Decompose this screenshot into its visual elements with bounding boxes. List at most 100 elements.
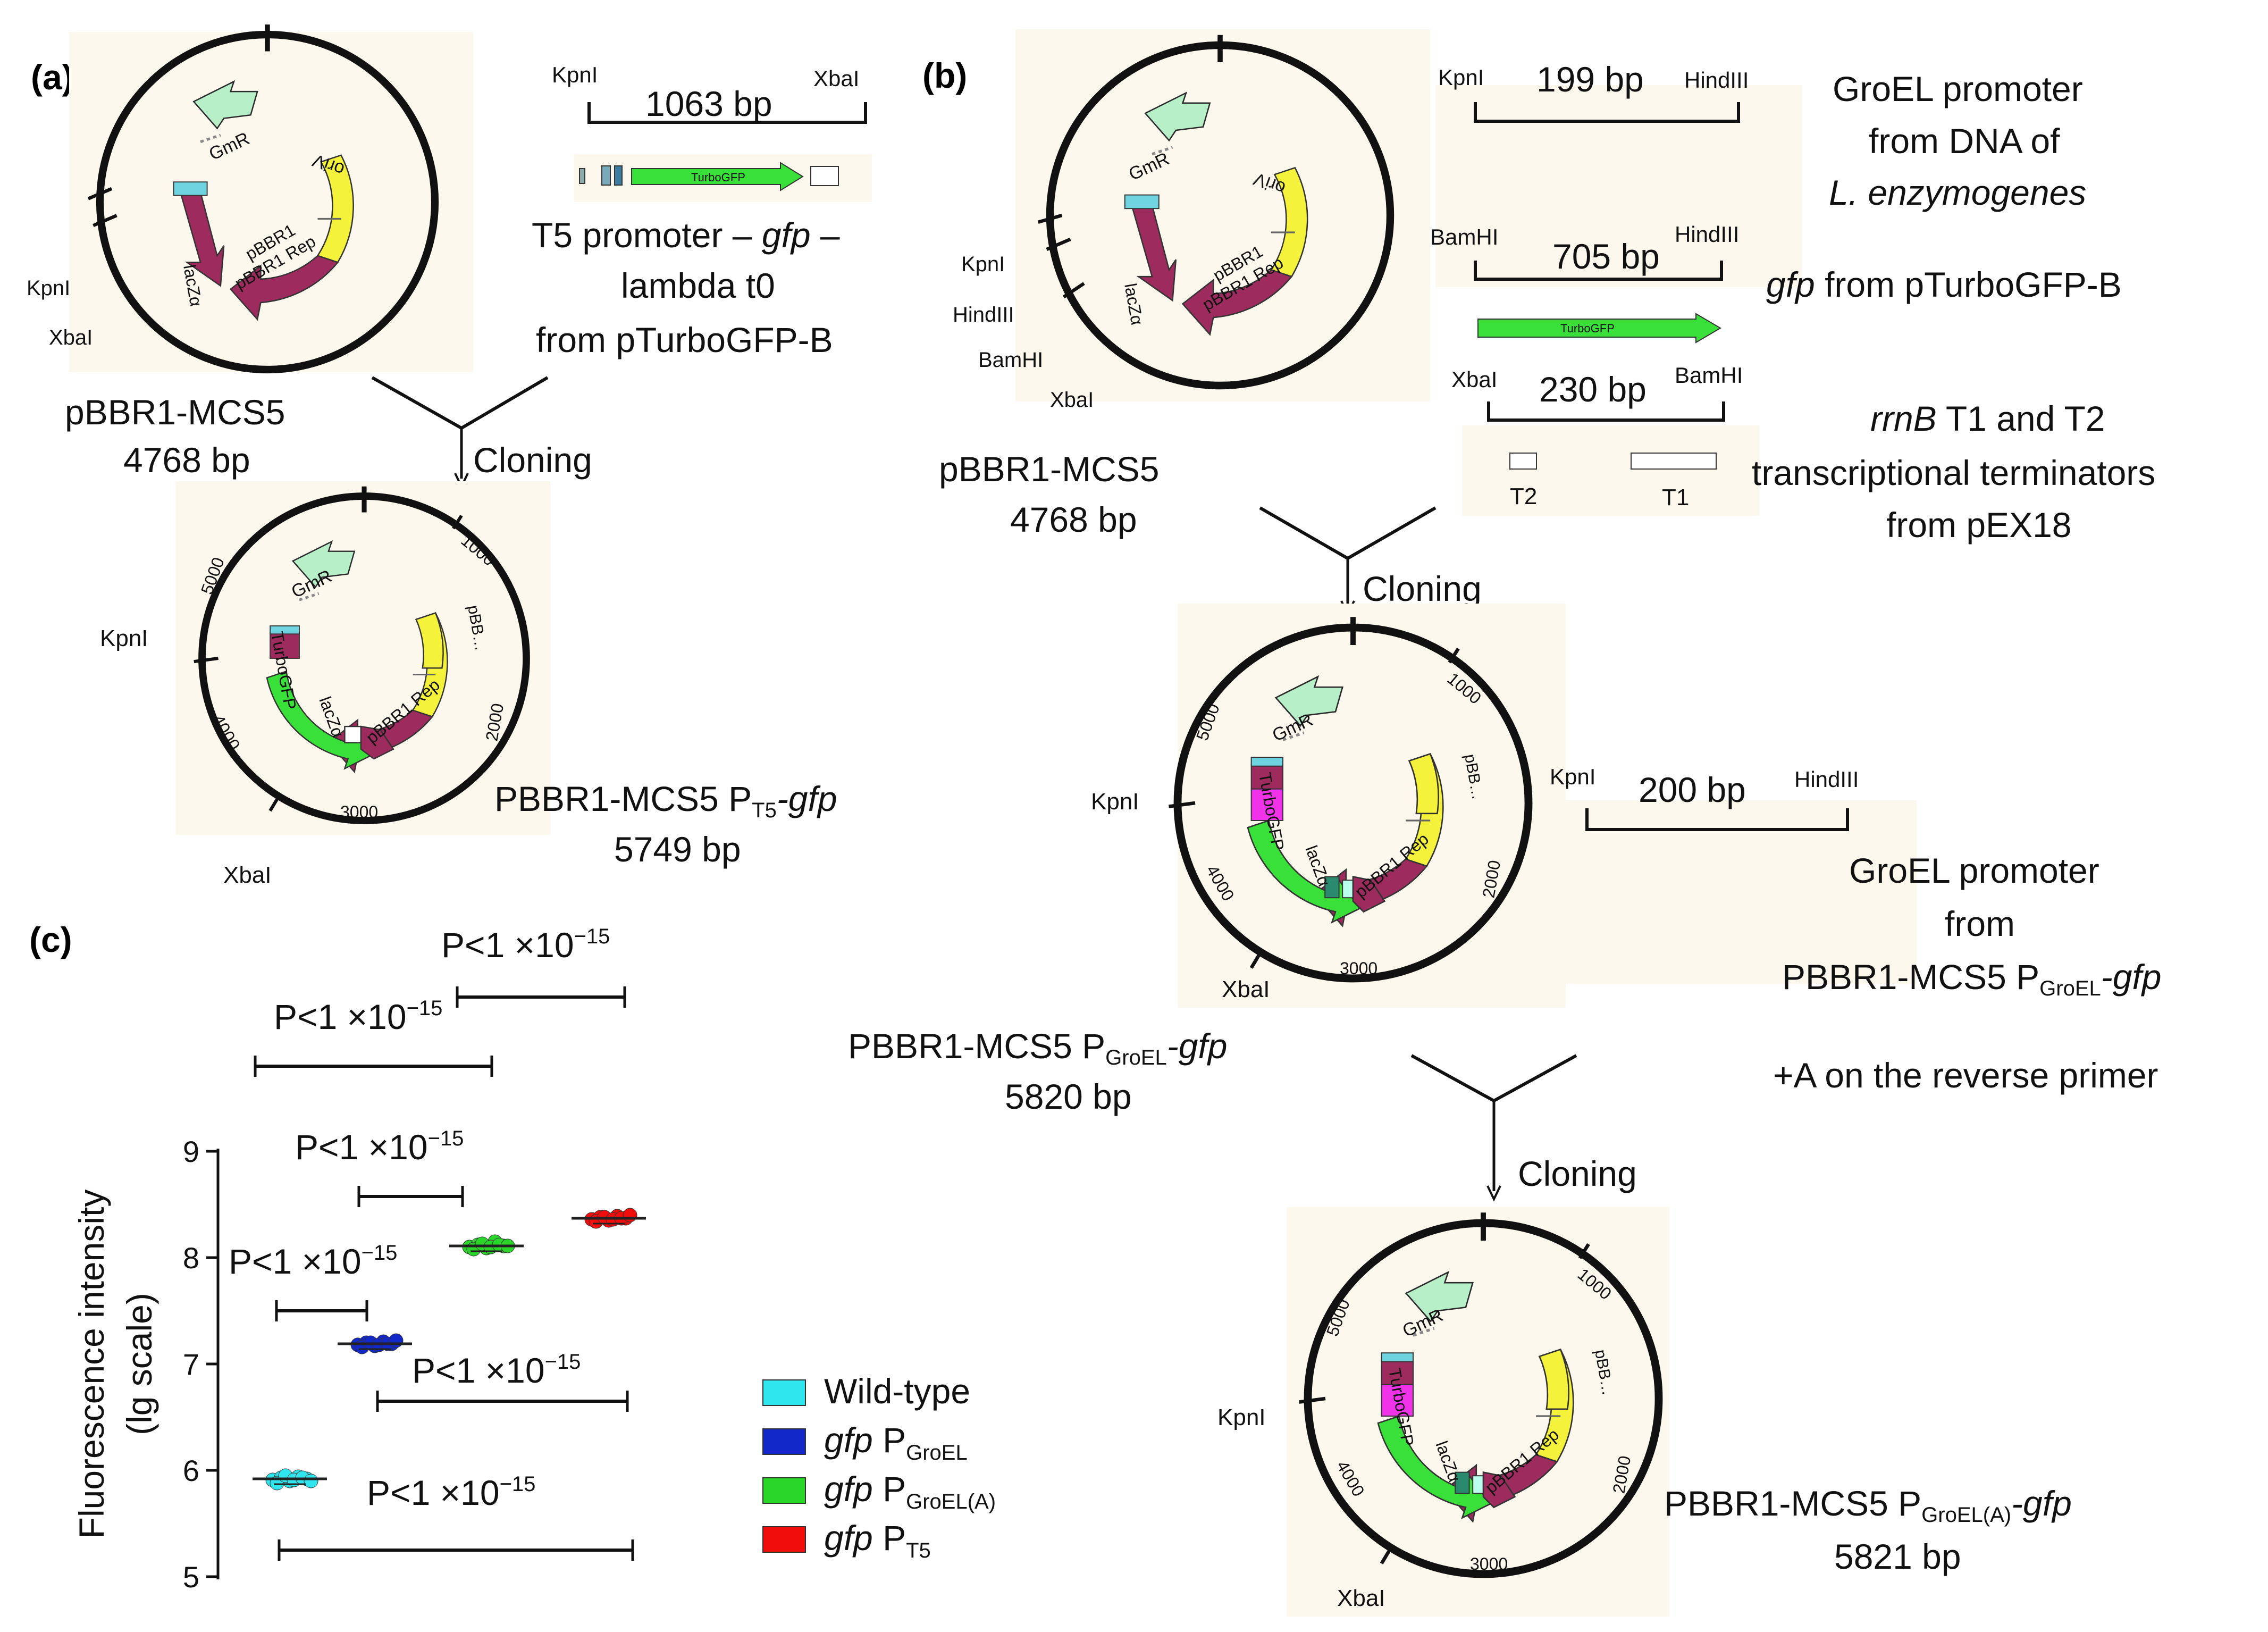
- t5-promoter-box: [579, 168, 585, 184]
- fragment-desc-2: from DNA of: [1869, 121, 2060, 161]
- fragment-bracket: [587, 102, 867, 124]
- site-kpni: KpnI: [1438, 65, 1484, 90]
- site-label-bamhi: BamHI: [978, 348, 1043, 372]
- site-label-xbai: XbaI: [1337, 1585, 1385, 1611]
- data-point: [304, 1474, 318, 1488]
- fragment-length: 199 bp: [1536, 60, 1644, 99]
- panel-b-label: (b): [922, 56, 967, 95]
- site-bamhi: BamHI: [1675, 363, 1743, 388]
- legend-swatch: [762, 1526, 806, 1553]
- tick-3000: 3000: [1470, 1554, 1508, 1574]
- fragment-bg: [1462, 425, 1760, 516]
- tick-3000: 3000: [340, 802, 378, 822]
- turbogfp-arrow: [1477, 313, 1721, 344]
- y-axis-label-line-2: (lg scale): [120, 1293, 159, 1435]
- insert-caption-1: T5 promoter – gfp –: [532, 215, 840, 255]
- panel-a-label: (a): [31, 57, 74, 97]
- site-label-kpni: KpnI: [100, 625, 148, 651]
- cloning-label: Cloning: [473, 440, 592, 480]
- fragment-desc-3: L. enzymogenes: [1829, 173, 2086, 212]
- t2-box: [1509, 453, 1537, 470]
- panel-c-label: (c): [29, 920, 72, 959]
- site-label-kpni: KpnI: [1217, 1404, 1266, 1430]
- y-tick-label: 9: [183, 1135, 199, 1168]
- cloning-label: Cloning: [1518, 1154, 1637, 1193]
- t1-box: [1631, 453, 1717, 470]
- fragment-desc-2: transcriptional terminators: [1752, 453, 2155, 492]
- legend-entry: gfp PGroEL(A): [824, 1469, 996, 1513]
- insert-caption-2: lambda t0: [621, 266, 775, 305]
- turbogfp-arrow: [631, 162, 804, 191]
- fragment-length: 705 bp: [1552, 237, 1660, 276]
- site-kpni: KpnI: [1550, 764, 1595, 789]
- map-background: [1178, 604, 1566, 1008]
- plasmid-map-a-top: GmR oriV pBBR1 pBBR1 Rep lacZα KpnI XbaI…: [27, 24, 473, 480]
- legend-swatch: [762, 1477, 806, 1504]
- insert-fragment-a: KpnI XbaI 1063 bp TurboGFP T5 promoter –…: [532, 62, 872, 359]
- plasmid-size: 5821 bp: [1834, 1537, 1961, 1576]
- legend-entry: gfp PT5: [824, 1518, 931, 1562]
- panel-b: (b) GmR oriV pBBR1 pBBR1 Rep lacZα KpnI …: [848, 29, 2161, 1617]
- plasmid-size: 5820 bp: [1005, 1077, 1132, 1116]
- site-label-hindiii: HindIII: [953, 303, 1014, 327]
- cloning-arrow-b-1: Cloning: [1259, 506, 1482, 617]
- site-label-xbai: XbaI: [223, 862, 272, 888]
- map-background: [69, 32, 473, 372]
- p-value-label: P<1 ×10−15: [441, 925, 610, 965]
- fragment-desc-3: from pEX18: [1886, 505, 2072, 545]
- p-value-label: P<1 ×10−15: [367, 1472, 535, 1512]
- plasmid-size: 4768 bp: [123, 440, 250, 480]
- plasmid-name: PBBR1-MCS5 PT5-gfp: [494, 779, 837, 822]
- legend-entry: gfp PGroEL: [824, 1420, 968, 1464]
- t1-label: T1: [1662, 484, 1689, 510]
- plasmid-map-a-bottom: GmR TurboGFP lacZα pBBR1 Rep pBB… 1000 2…: [100, 481, 837, 888]
- fragment-length: 200 bp: [1639, 770, 1746, 809]
- insert-caption-3: from pTurboGFP-B: [536, 320, 833, 359]
- cloning-arrow-b-2: Cloning: [1410, 1054, 1637, 1202]
- panel-a: (a) GmR oriV pBBR1 pBBR1 Rep lacZα KpnI …: [27, 24, 872, 888]
- data-point: [389, 1333, 404, 1348]
- fragment-desc-3: PBBR1-MCS5 PGroEL-gfp: [1782, 957, 2161, 1000]
- site-hindiii: HindIII: [1675, 222, 1739, 247]
- y-tick-label: 7: [183, 1348, 199, 1381]
- fragment-bracket: [1585, 808, 1849, 831]
- plasmid-name: PBBR1-MCS5 PGroEL-gfp: [848, 1026, 1227, 1069]
- p-value-label: P<1 ×10−15: [295, 1127, 464, 1167]
- data-point: [623, 1208, 637, 1223]
- primer-note: +A on the reverse primer: [1773, 1056, 2158, 1095]
- t2-label: T2: [1510, 483, 1537, 509]
- fragment-desc: gfp from pTurboGFP-B: [1766, 265, 2122, 304]
- tick-3000: 3000: [1340, 959, 1377, 978]
- fragment-gfp: BamHI HindIII 705 bp TurboGFP gfp from p…: [1430, 222, 2122, 344]
- fragment-desc-1: GroEL promoter: [1849, 851, 2099, 890]
- turbogfp-label: TurboGFP: [1560, 322, 1615, 335]
- y-tick-label: 8: [183, 1241, 199, 1275]
- plasmid-map-b-top: GmR oriV pBBR1 pBBR1 Rep lacZα KpnI Hind…: [939, 29, 1430, 539]
- cloning-label: Cloning: [1363, 569, 1482, 608]
- site-label-xbai: XbaI: [1222, 976, 1270, 1002]
- site-bamhi: BamHI: [1430, 224, 1498, 249]
- fragment-desc-1: GroEL promoter: [1833, 69, 2083, 108]
- site-label-kpni: KpnI: [27, 277, 70, 300]
- fragment-terminators: XbaI BamHI 230 bp T2 T1 rrnB T1 and T2 t…: [1451, 363, 2155, 545]
- plasmid-name: pBBR1-MCS5: [65, 392, 285, 432]
- fragment-bracket: [1487, 401, 1725, 422]
- plasmid-name: PBBR1-MCS5 PGroEL(A)-gfp: [1664, 1484, 2072, 1527]
- plasmid-map-b-mid: GmR TurboGFP lacZα pBBR1 Rep pBB… 1000 2…: [848, 604, 1566, 1116]
- plasmid-size: 5749 bp: [614, 830, 741, 869]
- turbogfp-label: TurboGFP: [691, 171, 745, 184]
- terminator-box: [810, 166, 839, 186]
- fragment-bracket: [1474, 261, 1723, 281]
- fragment-bg: [1544, 800, 1917, 984]
- fragment-length: 230 bp: [1539, 370, 1647, 409]
- site-hindiii: HindIII: [1684, 68, 1749, 93]
- site-hindiii: HindIII: [1794, 767, 1859, 792]
- p-value-label: P<1 ×10−15: [274, 997, 442, 1036]
- legend-swatch: [762, 1428, 806, 1455]
- promoter-box-2: [614, 165, 623, 186]
- fragment-desc-1: rrnB T1 and T2: [1870, 399, 2105, 438]
